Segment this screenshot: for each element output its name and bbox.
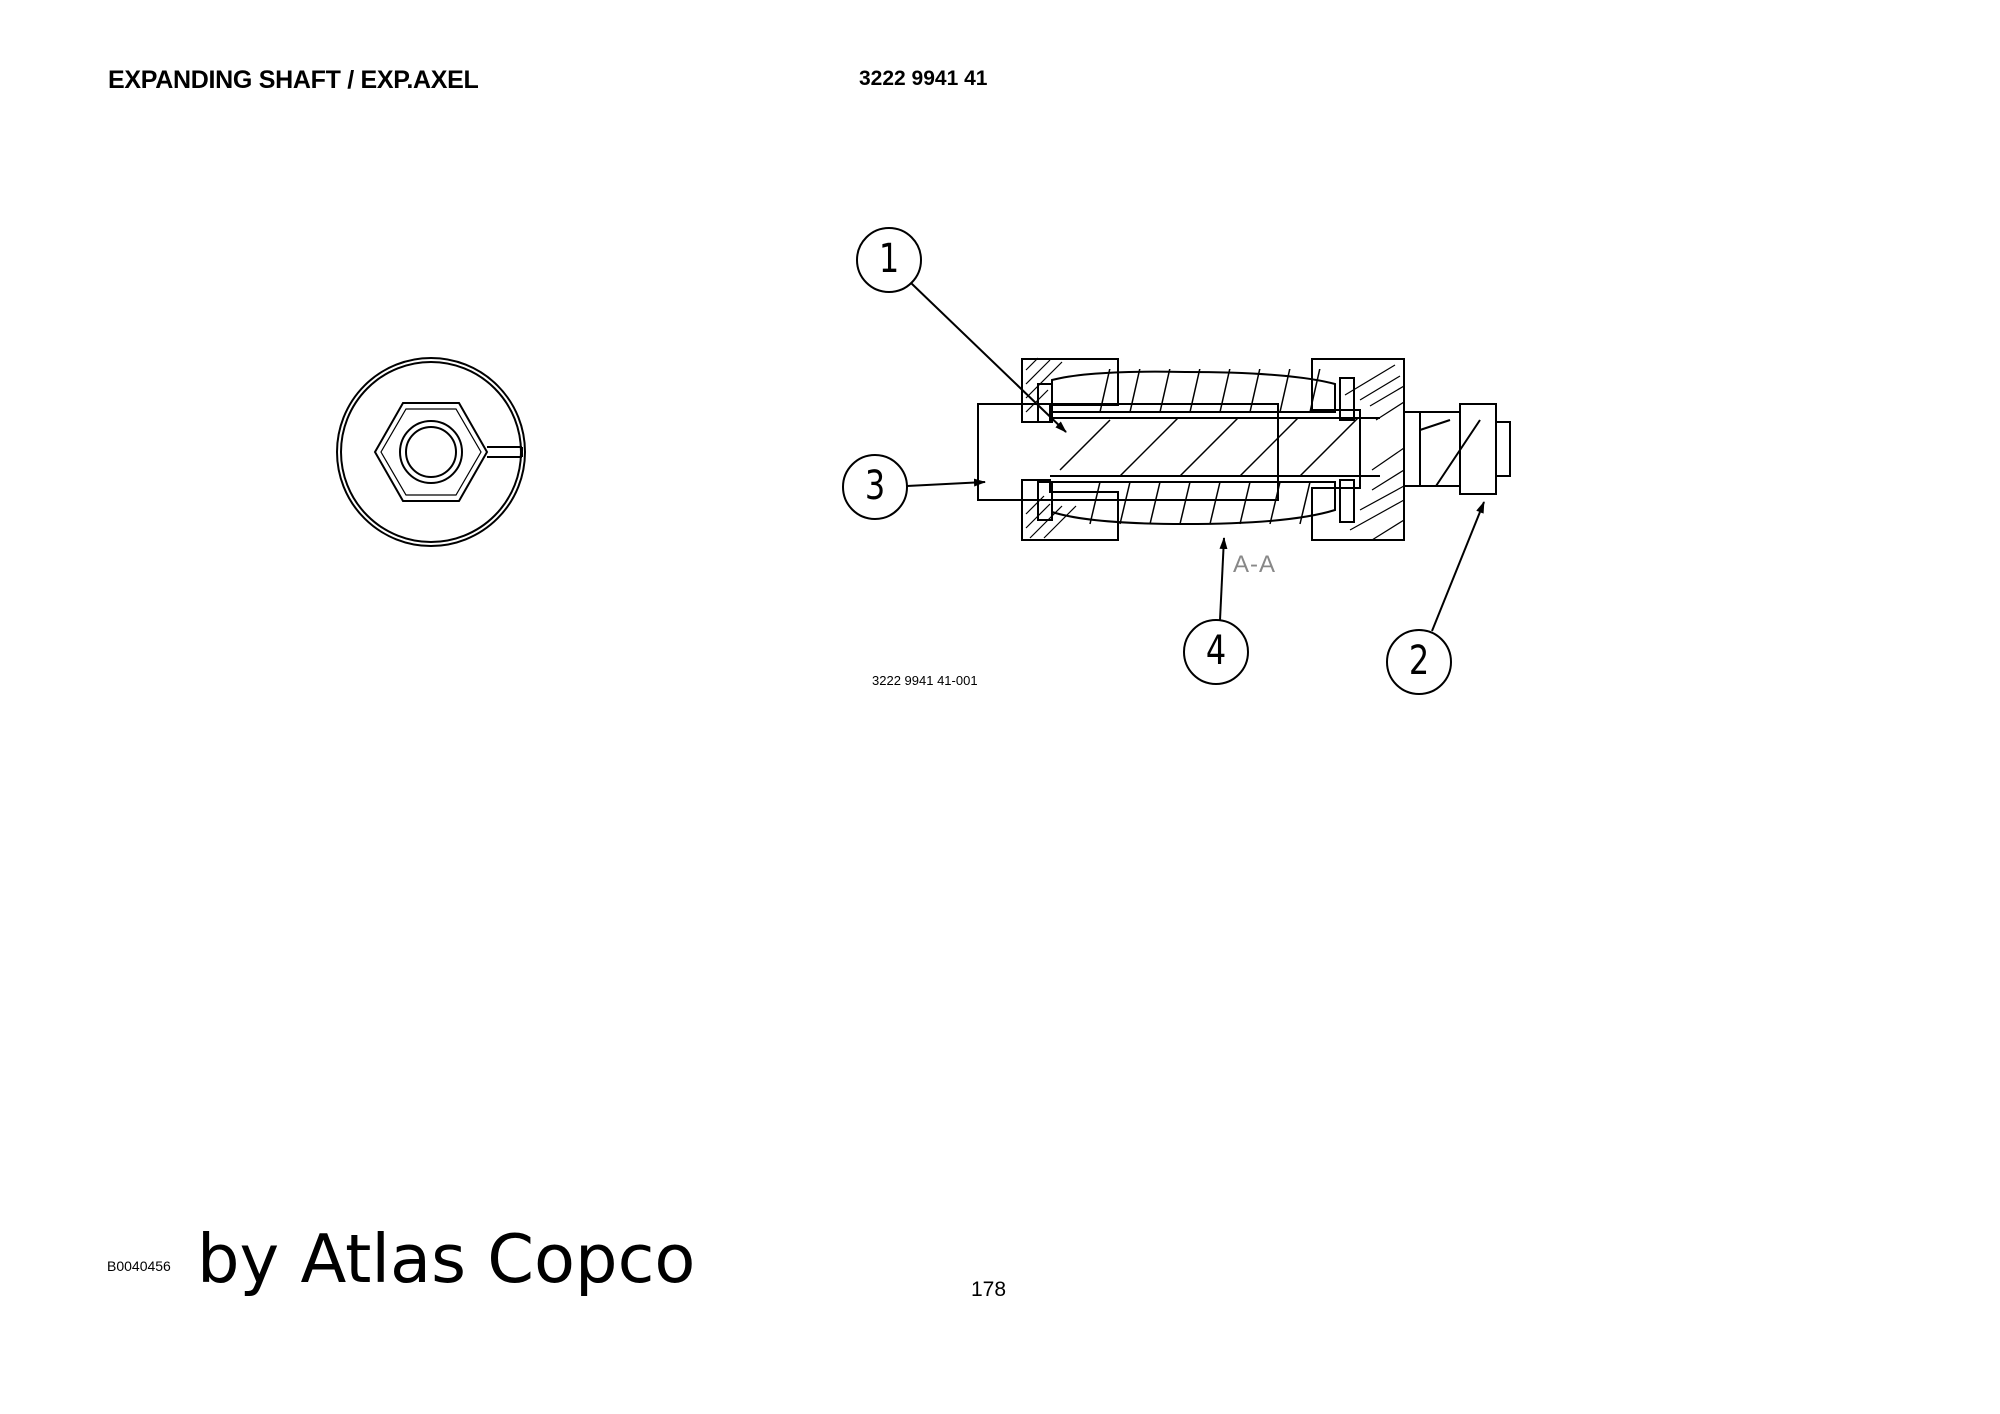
section-view bbox=[977, 357, 1511, 541]
page-number: 178 bbox=[971, 1278, 1007, 1301]
callout-4: 4 bbox=[1205, 628, 1227, 674]
section-label: A-A bbox=[1233, 551, 1277, 578]
callout-2: 2 bbox=[1408, 638, 1430, 684]
part-number: 3222 9941 41 bbox=[859, 67, 988, 90]
page-title: EXPANDING SHAFT / EXP.AXEL bbox=[108, 66, 479, 94]
doc-code: B0040456 bbox=[107, 1258, 171, 1274]
brand-text: by Atlas Copco bbox=[197, 1220, 696, 1298]
drawing-id: 3222 9941 41-001 bbox=[872, 673, 978, 688]
end-view bbox=[336, 357, 526, 547]
callout-balloons bbox=[842, 227, 1485, 695]
callout-3: 3 bbox=[864, 463, 886, 509]
callout-1: 1 bbox=[878, 236, 900, 282]
